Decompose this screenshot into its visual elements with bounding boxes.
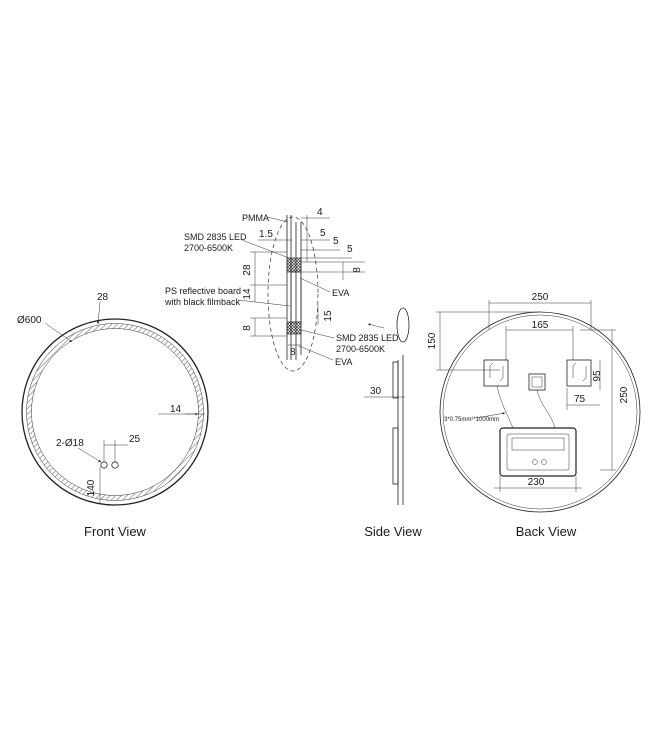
holes-leader	[77, 447, 102, 463]
led-bottom-line1: SMD 2835 LED	[336, 333, 399, 343]
back-dim-250-right-label: 250	[619, 386, 630, 403]
bracket-right	[566, 359, 592, 387]
switch-box	[528, 373, 546, 391]
eva-top-leader	[299, 277, 331, 293]
led-top-line1: SMD 2835 LED	[184, 232, 247, 242]
driver-button-b	[541, 459, 547, 465]
switch-box-inner	[531, 376, 543, 388]
dim-8b-label: 8	[290, 347, 296, 358]
detail-ellipse	[267, 216, 319, 372]
board-strip	[290, 271, 302, 323]
back-view: 250 165 150 95 250 75 3	[427, 292, 641, 539]
pmma-leader	[266, 216, 289, 223]
back-inner-circle	[442, 314, 638, 510]
led-top-leader	[241, 239, 290, 259]
ring-width-leader	[96, 301, 101, 325]
back-dim-250-top-label: 250	[532, 292, 549, 303]
hole-spacing-label: 25	[129, 434, 141, 445]
driver-box-inner	[506, 433, 570, 471]
dim-5b-label: 5	[333, 236, 339, 247]
cable-wire-left	[496, 385, 514, 429]
bracket-right-hooks	[572, 362, 587, 382]
bracket-left	[483, 359, 509, 387]
front-outer-circle	[21, 318, 209, 506]
board-line1: PS reflective board	[165, 286, 241, 296]
dim-5a-label: 5	[320, 228, 326, 239]
back-view-title: Back View	[516, 524, 577, 539]
back-dim-165-label: 165	[532, 320, 549, 331]
led-bottom-line2: 2700-6500K	[336, 344, 385, 354]
back-dim-75-label: 75	[574, 394, 586, 405]
side-view: 30 Side View	[364, 307, 422, 539]
front-light-ring	[26, 323, 204, 501]
edge-offset-label: 14	[170, 404, 182, 415]
diameter-label: Ø600	[17, 315, 42, 326]
dim-4-label: 4	[317, 207, 323, 218]
driver-button-a	[532, 459, 538, 465]
side-bracket-top	[392, 361, 399, 399]
side-view-title: Side View	[364, 524, 422, 539]
led-block-top	[286, 257, 302, 273]
bracket-left-hooks	[489, 362, 504, 382]
hole-height-label: 140	[86, 479, 97, 496]
diameter-leader	[44, 322, 73, 343]
dim-15-label: 15	[323, 310, 334, 322]
board-line2: with black filmback	[164, 297, 241, 307]
eva-bottom-label: EVA	[335, 357, 352, 367]
section-detail: PMMA 4 SMD 2835 LED 2700-6500K 1.5 5 5 5…	[164, 207, 399, 372]
front-view: Ø600 28 14 2-Ø18 25 140 Front View	[17, 292, 209, 539]
side-callout-ellipse	[396, 307, 410, 343]
back-dim-95-label: 95	[592, 370, 603, 382]
front-view-title: Front View	[84, 524, 147, 539]
pmma-label: PMMA	[242, 213, 269, 223]
led-bottom-leader	[300, 329, 335, 339]
cable-leader	[475, 412, 506, 419]
dim-1-5-label: 1.5	[259, 229, 273, 240]
led-top-line2: 2700-6500K	[184, 243, 233, 253]
cable-wire-right	[536, 389, 556, 429]
back-dim-150-label: 150	[427, 332, 438, 349]
side-bracket-bottom	[392, 427, 399, 485]
side-depth-label: 30	[370, 386, 382, 397]
dim-5c-label: 5	[347, 244, 353, 255]
eva-top-label: EVA	[332, 288, 349, 298]
eva-bottom-leader	[298, 345, 334, 361]
dim-14-label: 14	[242, 288, 253, 300]
dim-28-label: 28	[242, 264, 253, 276]
hole-left	[100, 461, 108, 469]
front-inner-circle	[31, 328, 199, 496]
back-dim-230-label: 230	[528, 477, 545, 488]
ring-width-label: 28	[97, 292, 109, 303]
driver-box	[499, 427, 577, 477]
side-callout-arrow	[367, 323, 385, 329]
driver-display	[511, 437, 565, 451]
front-ring-outer-edge	[26, 323, 204, 501]
board-leader	[237, 299, 291, 307]
hole-right	[111, 461, 119, 469]
holes-label: 2-Ø18	[56, 438, 84, 449]
dim-8l-label: 8	[242, 325, 253, 331]
dim-8r-label: 8	[352, 267, 363, 273]
led-block-bottom	[286, 321, 302, 335]
cable-label: 3*0.75mm²*1000mm	[444, 417, 499, 423]
